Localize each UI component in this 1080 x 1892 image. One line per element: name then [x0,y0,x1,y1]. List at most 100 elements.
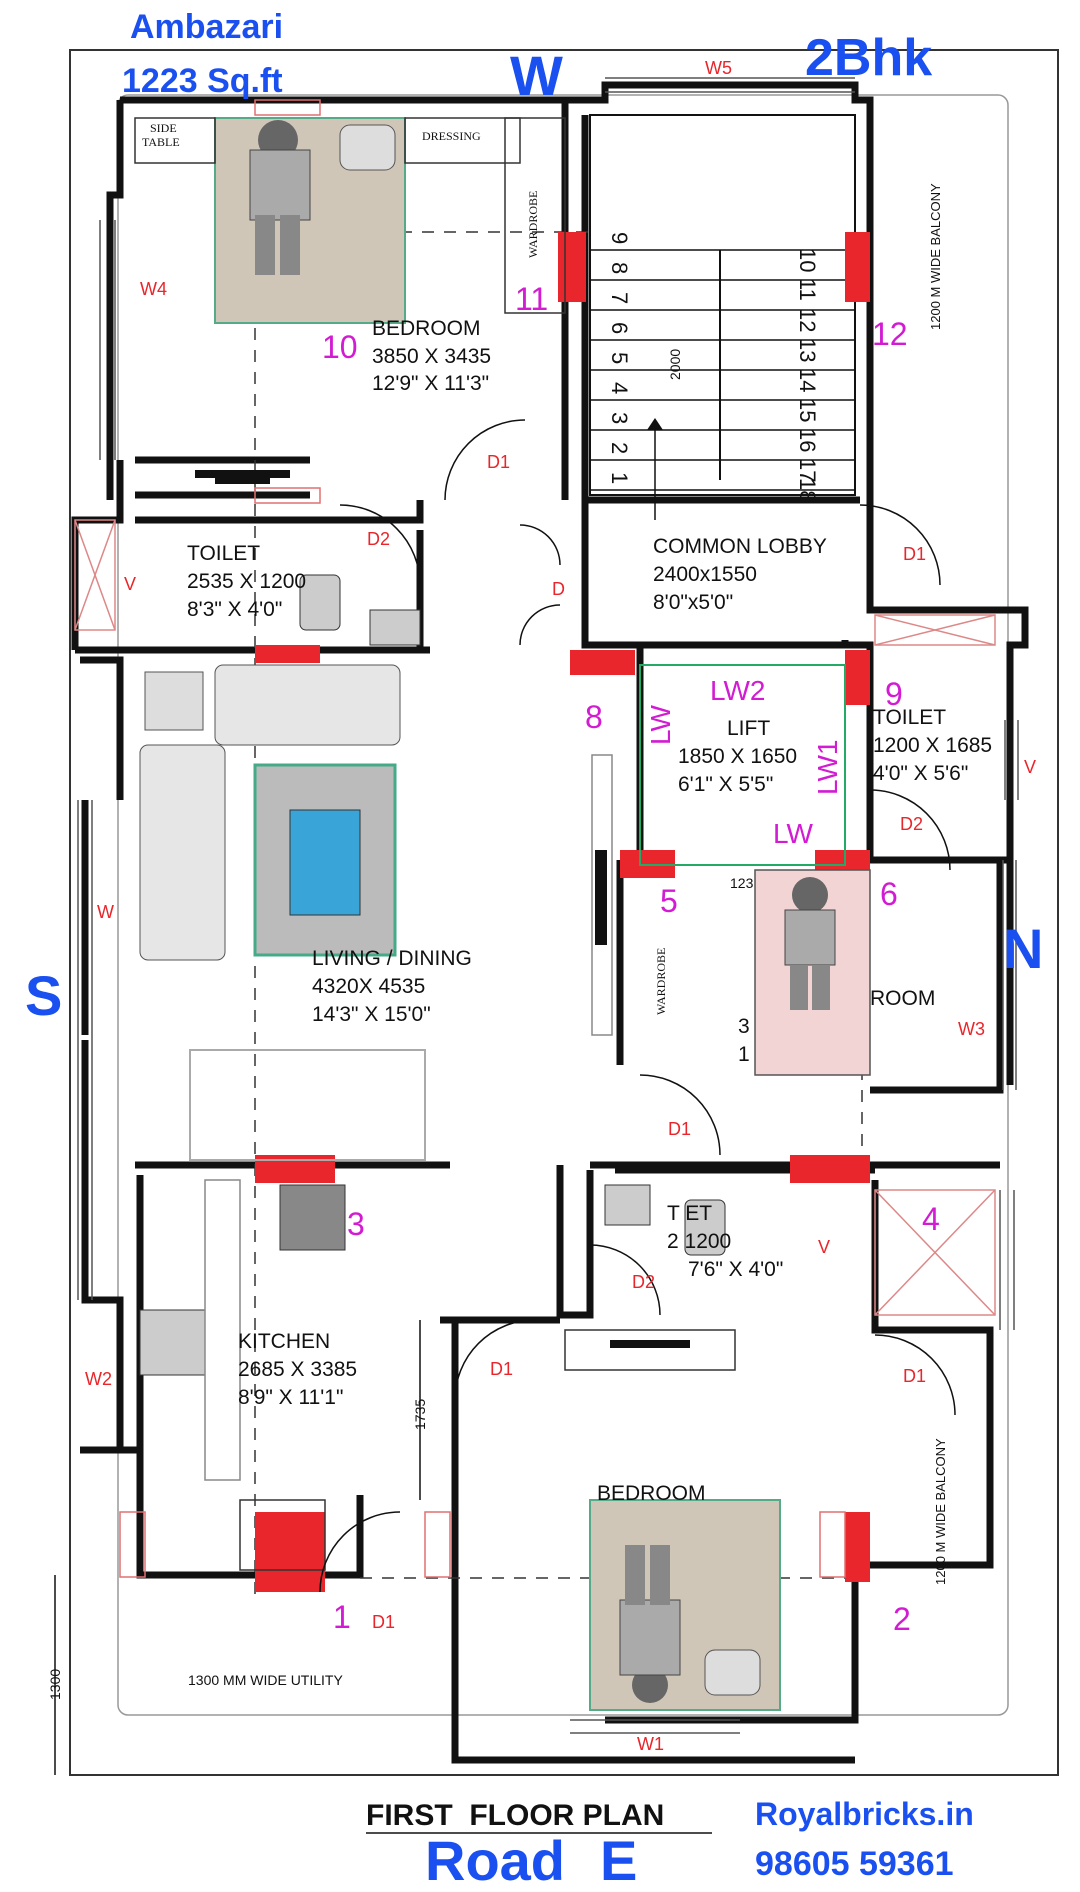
lw2-label: LW2 [710,675,766,706]
marker-12: 12 [872,316,908,352]
hatch-blocks [119,99,846,1578]
stair-numbers-right: 10 11 12 13 14 15 16 17 18 [795,248,820,502]
vent-v-tag-2: V [1024,757,1036,777]
step-6: 6 [607,322,632,334]
window-w-tag: W [97,902,114,922]
window-w1-tag: W1 [637,1734,664,1754]
bhk-title: 2Bhk [805,29,932,87]
bedroom-top-size-mm: 3850 X 3435 [372,345,491,368]
dimension-lines [54,1320,421,1775]
bedroom-mid-name: ROOM [870,987,935,1010]
staircase: 2000 [589,114,856,520]
step-8: 8 [607,262,632,274]
bedroom-top-size-ft: 12'9" X 11'3" [372,372,489,395]
toilet-right-name: TOILET [873,706,946,729]
phone-label: 98605 59361 [755,1845,954,1883]
balcony-label-top: 1200 M WIDE BALCONY [928,183,943,330]
magenta-markers: 1 2 3 4 5 6 8 9 10 11 12 [322,281,940,1637]
compass-east: E [600,1829,637,1892]
bedroom-mid-size-ft: 1 [738,1043,750,1066]
step-11: 11 [795,278,820,301]
dim-1735-label: 1735 [412,1399,428,1430]
walls [71,81,1029,1764]
door-d2-tag-2: D2 [900,814,923,834]
marker-9: 9 [885,676,903,712]
side-table-label: SIDE [150,121,177,135]
wardrobe-label-top: WARDROBE [526,191,540,258]
bedroom-top-name: BEDROOM [372,317,481,340]
marker-8: 8 [585,699,603,735]
window-w3-tag: W3 [958,1019,985,1039]
balcony-label-bottom: 1200 M WIDE BALCONY [933,1438,948,1585]
kitchen-fixtures [139,1179,346,1571]
door-d1-tag-1: D1 [487,452,510,472]
stair-width-label: 2000 [667,349,683,380]
door-d1-tag-6: D1 [372,1612,395,1632]
road-label: Road [425,1829,565,1892]
marker-10: 10 [322,329,358,365]
lift-size-mm: 1850 X 1650 [678,745,797,768]
lw-label-left: LW [645,705,676,745]
door-d1-tag-5: D1 [903,1366,926,1386]
door-d1-tag-4: D1 [490,1359,513,1379]
lift-shaft [639,664,846,866]
plan-title: FIRST FLOOR PLAN [366,1799,664,1832]
marker-4: 4 [922,1201,940,1237]
column-markers [255,232,870,1592]
step-15: 15 [795,398,820,422]
dim-123-label: 123 [730,875,754,891]
marker-1: 1 [333,1599,351,1635]
toilet-right-size-ft: 4'0" X 5'6" [873,762,968,785]
bed-bottom [564,1329,781,1711]
step-10: 10 [795,248,820,272]
bedroom-bottom-name: BEDROOM [597,1482,706,1505]
dressing-label: DRESSING [422,129,481,143]
kitchen-size-mm: 2685 X 3385 [238,1358,357,1381]
toilet-fixtures [299,574,726,1256]
living-furniture [139,664,613,1161]
door-swings [319,419,956,1593]
door-d2-tag-1: D2 [367,529,390,549]
step-14: 14 [795,368,820,392]
compass-west: W [510,44,563,107]
step-12: 12 [795,308,820,332]
door-d-tag: D [552,579,565,599]
door-d2-tag-3: D2 [632,1272,655,1292]
plot-boundary [69,49,1059,1776]
vent-v-tag-1: V [124,574,136,594]
window-w4-tag: W4 [140,279,167,299]
bedroom-mid-size-mm: 3 [738,1015,750,1038]
toilet-top-size-ft: 8'3" X 4'0" [187,598,282,621]
door-d1-tag-2: D1 [903,544,926,564]
step-18: 18 [795,478,820,502]
side-table-label-2: TABLE [142,135,180,149]
compass-south: S [25,964,62,1027]
toilet-right-size-mm: 1200 X 1685 [873,734,992,757]
marker-11: 11 [515,281,548,317]
website-label: Royalbricks.in [755,1796,974,1832]
location-title: Ambazari [130,8,283,46]
window-w2-tag: W2 [85,1369,112,1389]
lw-label-bottom: LW [773,818,813,849]
bed-top [214,117,406,324]
living-size-ft: 14'3" X 15'0" [312,1003,431,1026]
room-labels: BEDROOM 3850 X 3435 12'9" X 11'3" TOILET… [187,317,992,1505]
wardrobe-label-mid: WARDROBE [654,948,668,1015]
kitchen-name: KITCHEN [238,1330,330,1353]
toilet-bottom-size-mm: 2 1200 [667,1230,731,1253]
toilet-top-size-mm: 2535 X 1200 [187,570,306,593]
lift-name: LIFT [727,717,770,740]
lobby-size-ft: 8'0"x5'0" [653,591,733,614]
toilet-bottom-name: T ET [667,1202,712,1225]
step-2: 2 [607,442,632,454]
kitchen-size-ft: 8'9" X 11'1" [238,1386,343,1409]
compass-north: N [1003,917,1043,980]
lw1-label: LW1 [812,740,843,796]
lift-size-ft: 6'1" X 5'5" [678,773,773,796]
lift-wall-labels: LW2 LW LW LW1 [645,675,843,849]
ventilator-marks [74,519,996,1316]
bed-middle [754,869,871,1076]
window-lines [77,77,1019,1734]
